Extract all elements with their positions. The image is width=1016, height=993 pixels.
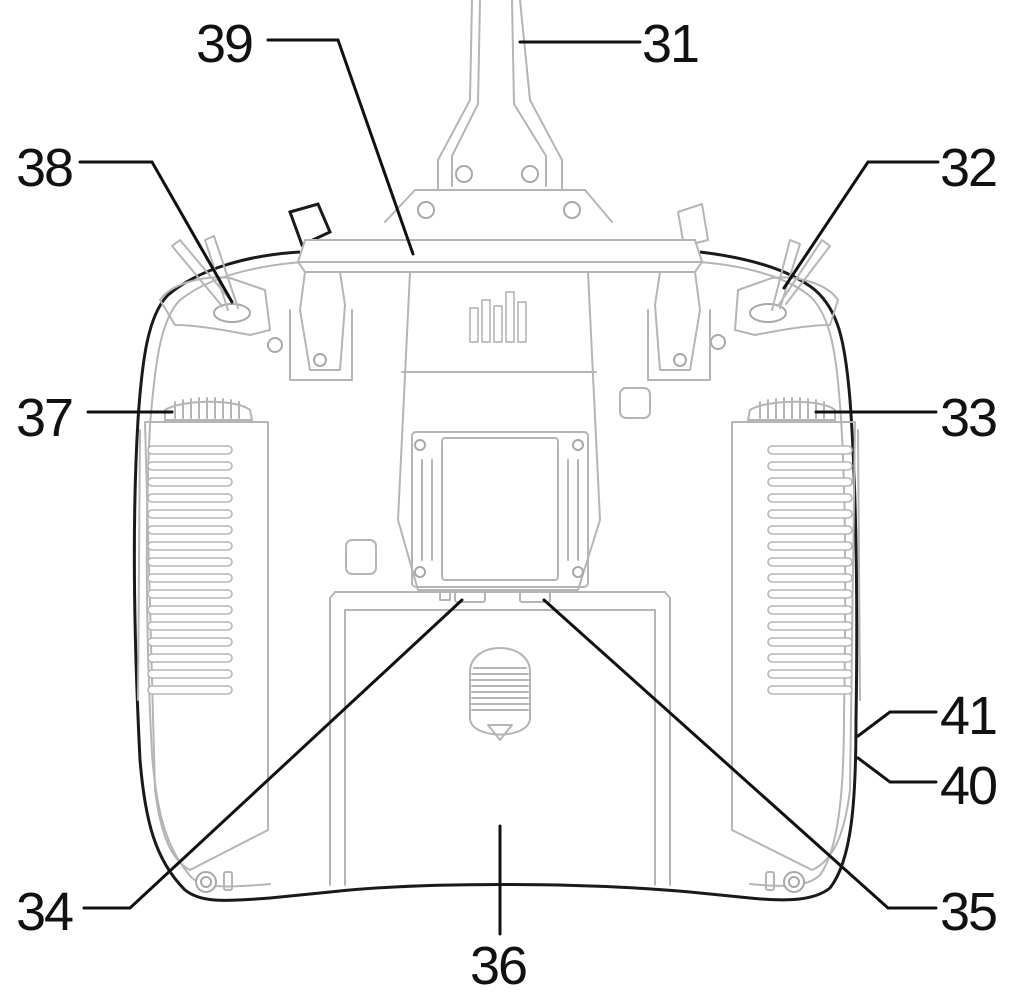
callout-labels: 31 39 38 32 37 33 41 40 34 35 36 (16, 14, 998, 993)
left-grip (137, 397, 269, 893)
right-roller-ridges (759, 397, 825, 419)
callout-41: 41 (940, 686, 996, 746)
antenna (437, 0, 563, 191)
right-switch-area (710, 239, 839, 350)
leader-41 (856, 710, 938, 738)
callout-34: 34 (16, 882, 73, 942)
top-small-switches (288, 202, 709, 248)
callout-37: 37 (16, 388, 72, 448)
callout-35: 35 (940, 882, 996, 942)
center-panel (345, 271, 651, 591)
callout-40: 40 (940, 756, 996, 816)
callout-33: 33 (940, 388, 996, 448)
carry-handle (289, 239, 711, 381)
leader-lines (78, 38, 940, 936)
leader-40 (856, 756, 938, 784)
battery-door-latch (469, 647, 531, 741)
callout-31: 31 (642, 14, 698, 74)
battery-door (329, 591, 671, 886)
leader-34 (82, 598, 464, 910)
callout-39: 39 (196, 14, 252, 74)
left-grip-slots (147, 445, 233, 695)
down-arrow-icon (487, 724, 513, 741)
callout-38: 38 (16, 138, 72, 198)
left-switch-area (159, 235, 283, 353)
leader-38 (78, 160, 234, 304)
right-grip-slots (767, 445, 853, 695)
transmitter-body (132, 250, 859, 902)
right-grip (731, 397, 861, 893)
leader-32 (782, 160, 940, 290)
callout-32: 32 (940, 138, 996, 198)
leader-39 (266, 38, 415, 256)
top-bridge (384, 189, 613, 223)
callout-36: 36 (470, 936, 526, 993)
brand-logo-bars (469, 291, 527, 343)
left-roller-ridges (174, 397, 240, 419)
leader-35 (542, 598, 938, 910)
